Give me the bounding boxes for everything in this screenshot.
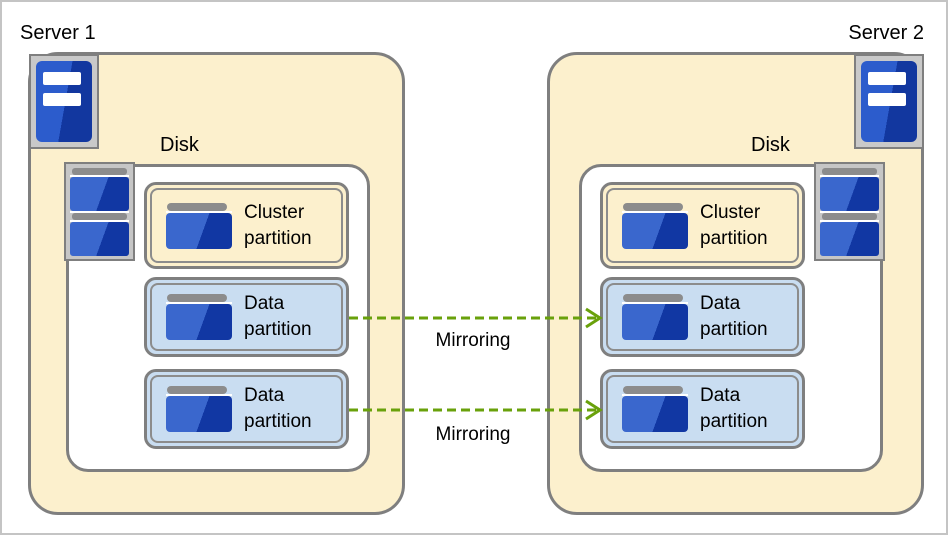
disk-bar [167, 294, 227, 302]
server1-data-partition-2: Data partition [144, 369, 349, 449]
server1-disk-stack-icon [64, 162, 135, 261]
disk-bar [623, 294, 683, 302]
separator [820, 211, 879, 213]
separator [70, 220, 129, 222]
partition-inner: Cluster partition [150, 188, 343, 263]
disk-platter-icon [70, 177, 129, 211]
separator [622, 210, 688, 213]
server-drive-slot [868, 72, 906, 85]
server1-tower-icon [29, 54, 99, 149]
partition-inner: Cluster partition [606, 188, 799, 263]
separator [70, 211, 129, 213]
disk-platter-icon [622, 212, 688, 249]
partition-disk-icon [166, 386, 232, 432]
disk-platter-icon [820, 177, 879, 211]
disk-platter-icon [820, 222, 879, 256]
separator [820, 175, 879, 177]
server2-data-partition-1: Data partition [600, 277, 805, 357]
disk-platter-icon [622, 396, 688, 432]
server1-label: Server 1 [20, 22, 96, 44]
partition-disk-icon [166, 294, 232, 340]
server-drive-slot [43, 93, 81, 106]
disk-bar [822, 213, 877, 220]
separator [70, 175, 129, 177]
partition-disk-icon [622, 294, 688, 340]
mirroring-label-2: Mirroring [435, 424, 511, 445]
server-tower-body [36, 61, 92, 142]
partition-label: Data partition [700, 293, 768, 340]
disk-platter-icon [622, 304, 688, 340]
partition-label: Cluster partition [244, 201, 312, 249]
disk-bar [167, 386, 227, 394]
disk-platter-icon [166, 212, 232, 249]
partition-inner: Data partition [606, 375, 799, 443]
server1-data-partition-1: Data partition [144, 277, 349, 357]
disk-platter-icon [70, 222, 129, 256]
disk-bar [822, 168, 877, 175]
server-drive-slot [43, 72, 81, 85]
server2-cluster-partition: Cluster partition [600, 182, 805, 269]
separator [166, 210, 232, 213]
server-drive-slot [868, 93, 906, 106]
separator [166, 302, 232, 304]
partition-disk-icon [166, 202, 232, 249]
separator [166, 394, 232, 396]
disk-bar [167, 202, 227, 211]
disk-platter-icon [166, 304, 232, 340]
partition-inner: Data partition [150, 375, 343, 443]
partition-inner: Data partition [150, 283, 343, 351]
separator [820, 220, 879, 222]
server1-disk-label: Disk [160, 134, 199, 156]
server-tower-body [861, 61, 917, 142]
server2-tower-icon [854, 54, 924, 149]
partition-inner: Data partition [606, 283, 799, 351]
server2-disk-stack-icon [814, 162, 885, 261]
disk-bar [72, 213, 127, 220]
partition-disk-icon [622, 202, 688, 249]
disk-bar [623, 202, 683, 211]
separator [622, 394, 688, 396]
partition-label: Data partition [244, 385, 312, 432]
server2-label: Server 2 [848, 22, 924, 44]
partition-label: Data partition [244, 293, 312, 340]
partition-disk-icon [622, 386, 688, 432]
separator [622, 302, 688, 304]
disk-bar [623, 386, 683, 394]
partition-label: Cluster partition [700, 201, 768, 249]
partition-label: Data partition [700, 385, 768, 432]
server1-cluster-partition: Cluster partition [144, 182, 349, 269]
server2-disk-label: Disk [751, 134, 790, 156]
disk-bar [72, 168, 127, 175]
server2-data-partition-2: Data partition [600, 369, 805, 449]
mirroring-label-1: Mirroring [435, 330, 511, 351]
disk-platter-icon [166, 396, 232, 432]
